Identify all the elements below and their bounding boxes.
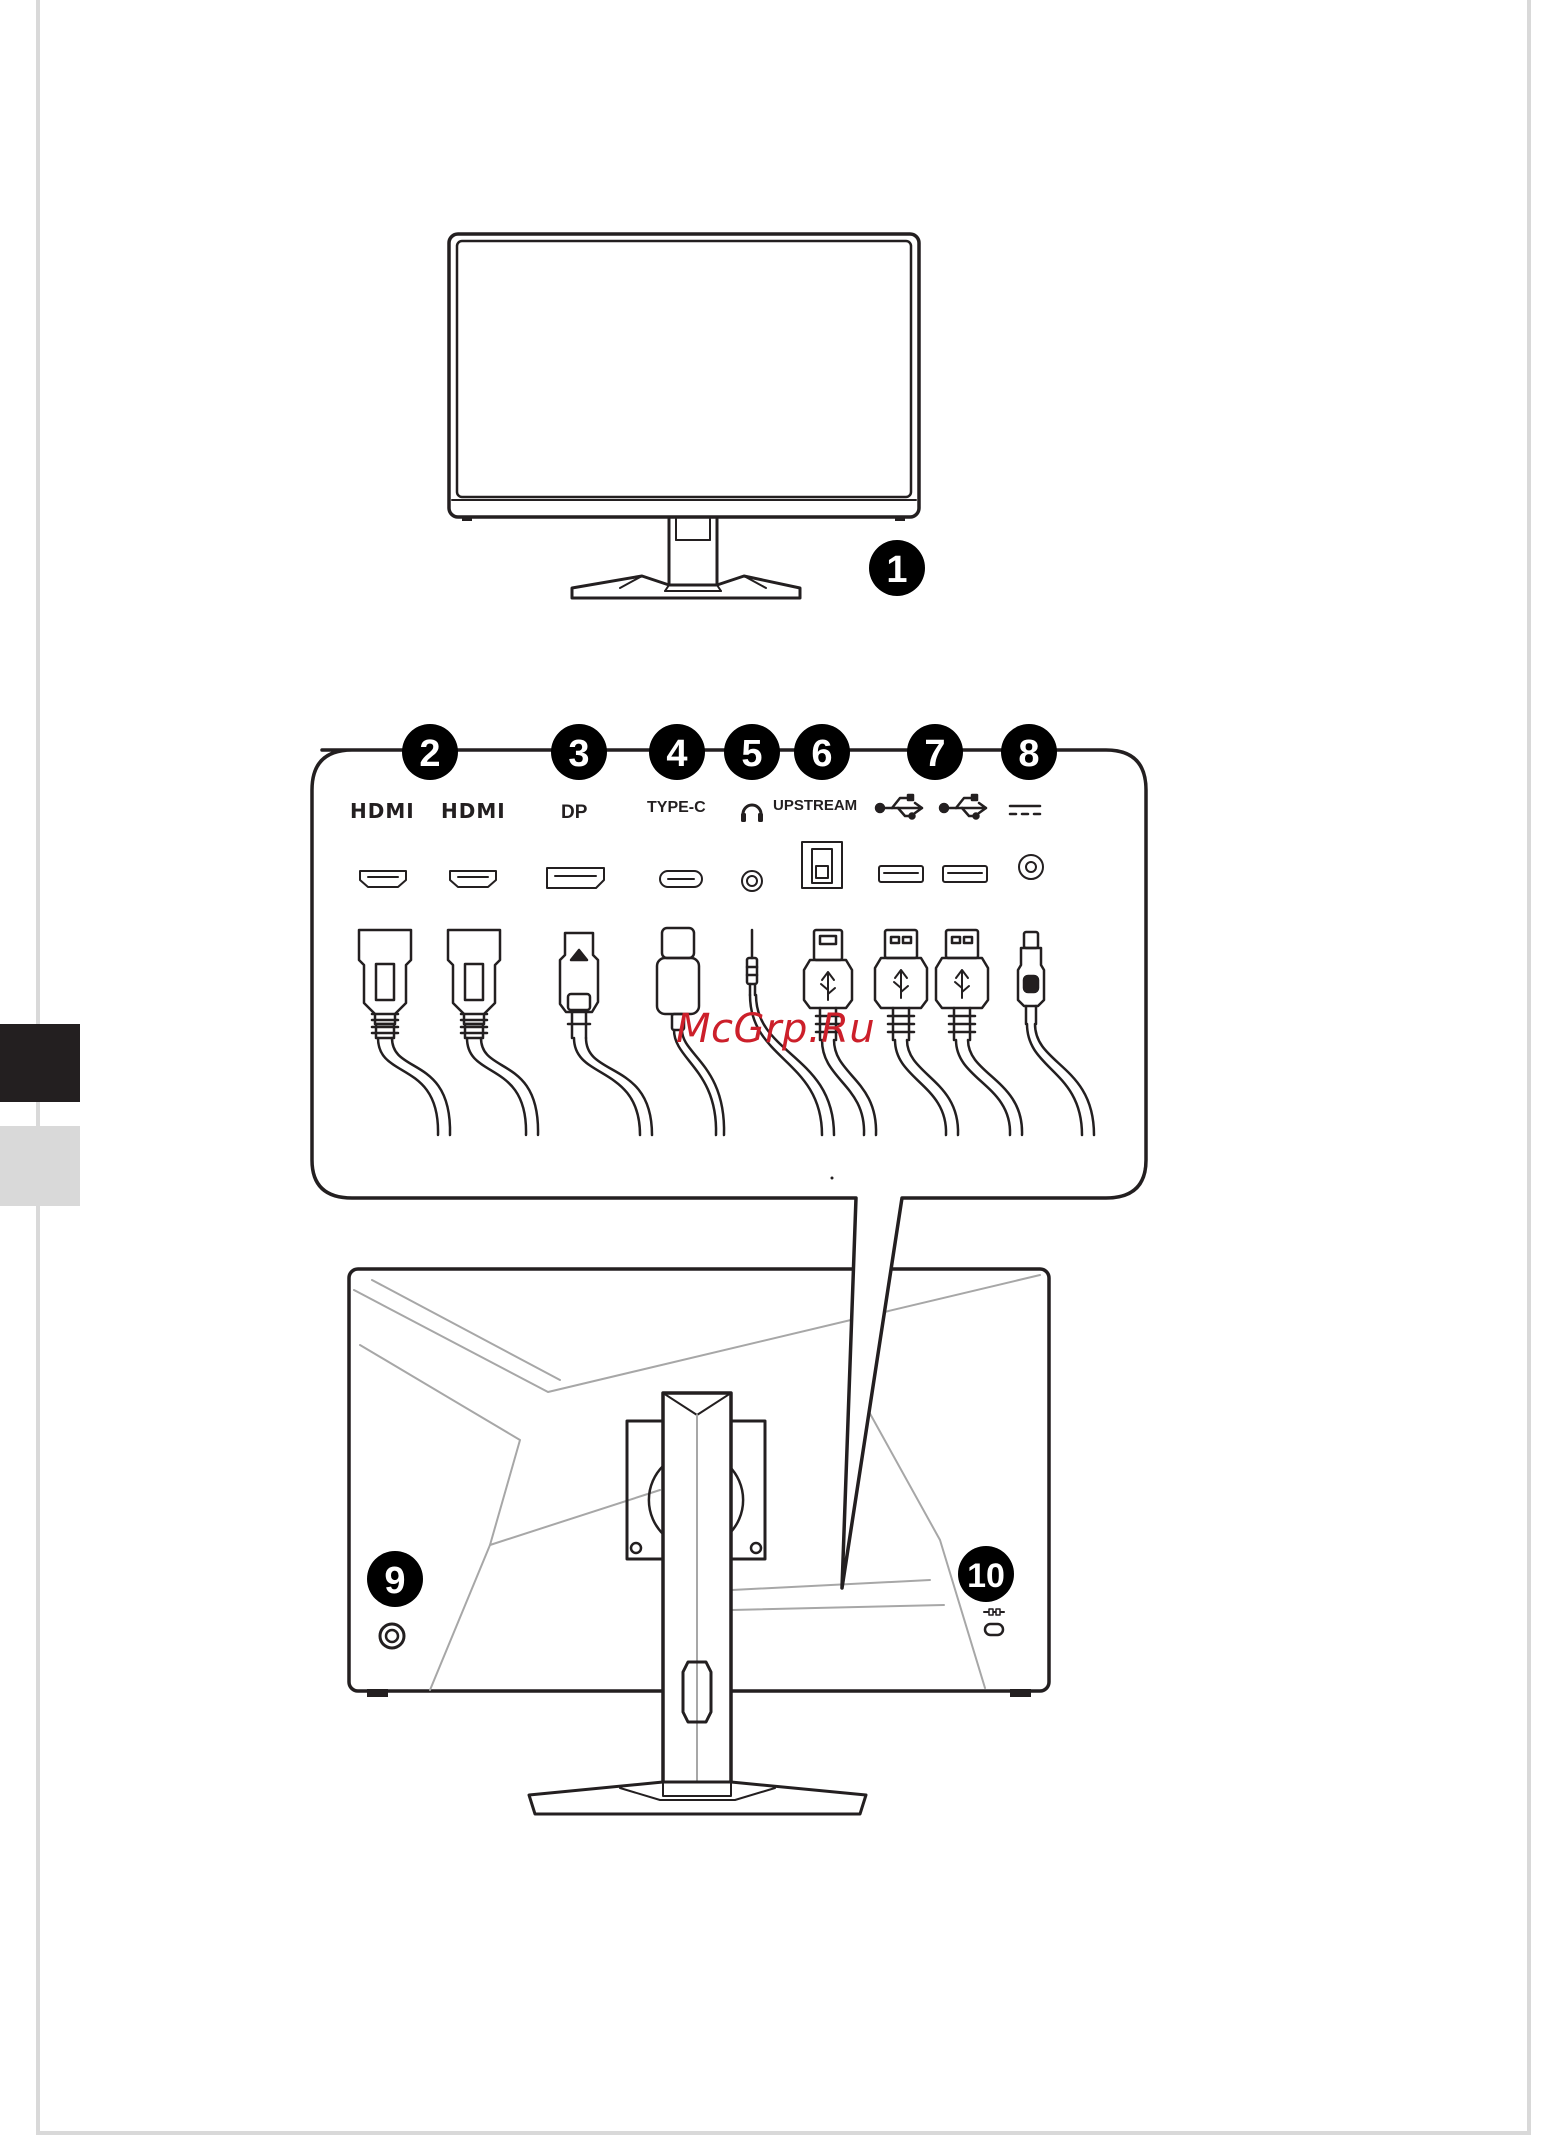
kensington-lock-icon (984, 1609, 1004, 1635)
svg-text:9: 9 (384, 1560, 405, 1602)
callout-3: 3 (551, 724, 607, 780)
callout-4: 4 (649, 724, 705, 780)
svg-text:10: 10 (967, 1557, 1005, 1595)
type-c-label: TYPE-C (647, 799, 706, 816)
watermark: McGrp.Ru (676, 1006, 875, 1052)
svg-text:5: 5 (741, 733, 762, 775)
joystick-button-icon (380, 1624, 404, 1648)
svg-text:3: 3 (568, 733, 589, 775)
callout-8: 8 (1001, 724, 1057, 780)
callout-6: 6 (794, 724, 850, 780)
hdmi-label-2: HDMI (441, 799, 506, 823)
callout-7: 7 (907, 724, 963, 780)
callout-1: 1 (869, 540, 925, 596)
callout-2: 2 (402, 724, 458, 780)
upstream-label: UPSTREAM (773, 797, 857, 814)
callout-5: 5 (724, 724, 780, 780)
svg-text:4: 4 (666, 733, 687, 775)
svg-text:2: 2 (419, 733, 440, 775)
hdmi-label-1: HDMI (350, 799, 415, 823)
svg-text:7: 7 (924, 733, 945, 775)
front-view-monitor (449, 234, 919, 598)
svg-text:8: 8 (1018, 733, 1039, 775)
callout-10: 10 (958, 1546, 1014, 1602)
svg-text:1: 1 (886, 549, 907, 591)
dp-label: DP (561, 802, 588, 823)
back-view-monitor (349, 1269, 1049, 1814)
callout-9: 9 (367, 1551, 423, 1607)
svg-text:6: 6 (811, 733, 832, 775)
